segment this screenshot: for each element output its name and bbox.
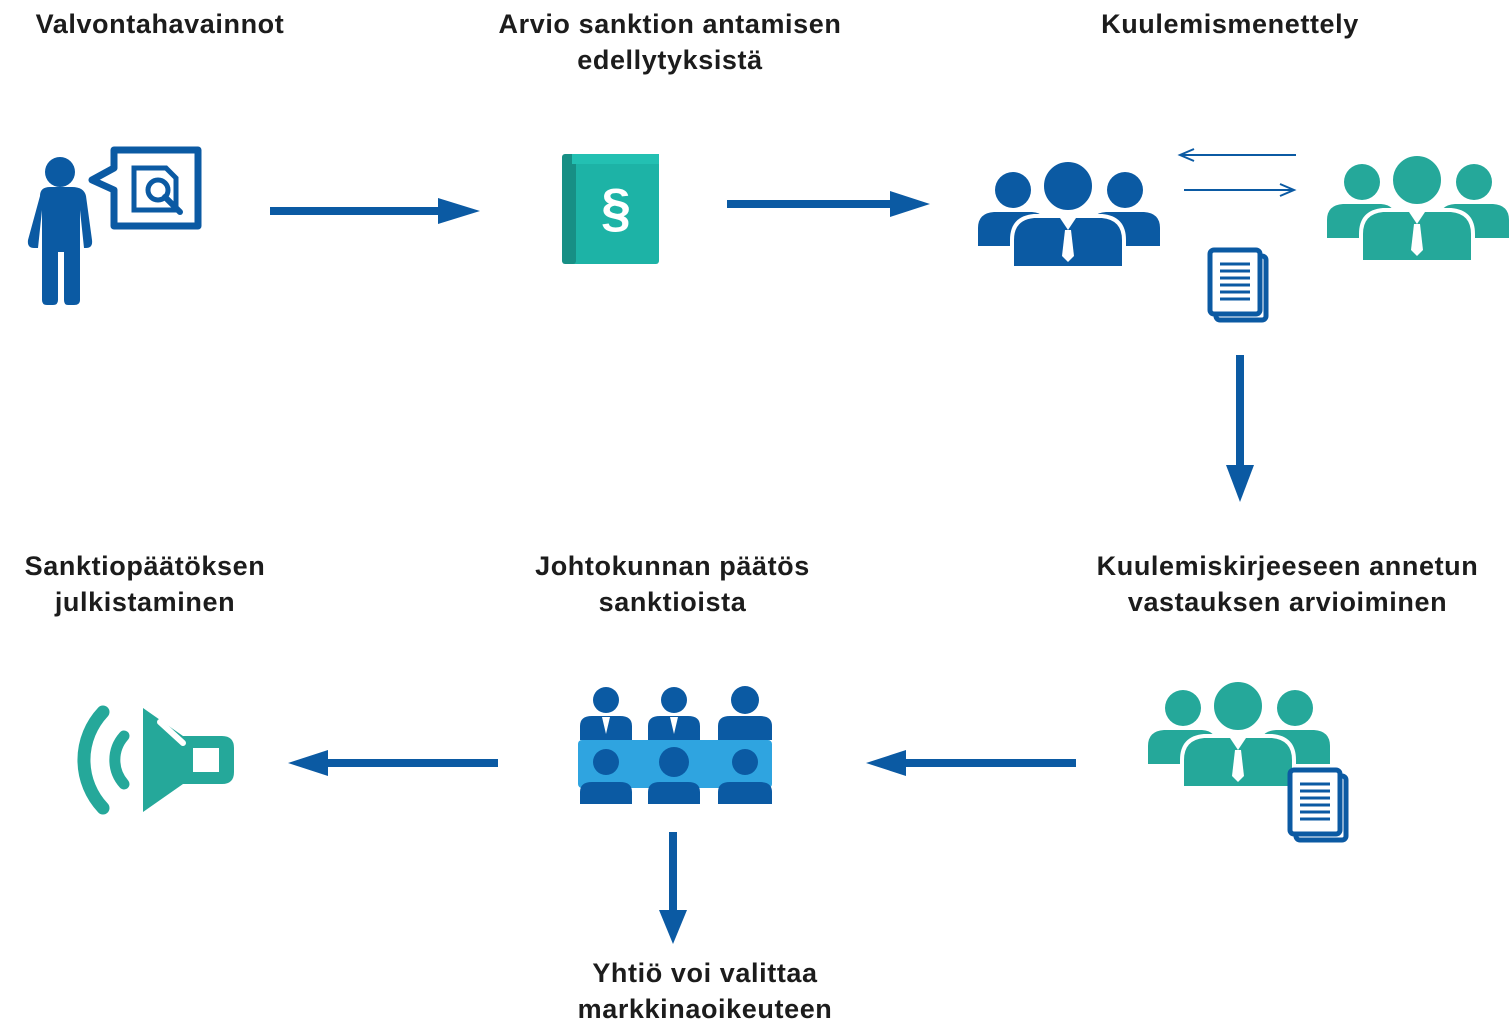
step-label-vastaus-line2: vastauksen arvioiminen — [1127, 587, 1448, 617]
arrow-left-2 — [288, 750, 498, 776]
step-label-julkistaminen-line2: julkistaminen — [54, 587, 236, 617]
step-label-arvio: Arvio sanktion antamisen edellytyksistä — [460, 6, 880, 78]
step-label-johtokunta-line2: sanktioista — [598, 587, 747, 617]
step-label-valitus-line1: Yhtiö voi valittaa — [592, 958, 818, 988]
step-label-arvio-line2: edellytyksistä — [577, 45, 763, 75]
step-label-arvio-line1: Arvio sanktion antamisen — [498, 9, 842, 39]
arrow-down-2 — [659, 832, 687, 944]
step-label-johtokunnan-paatos: Johtokunnan päätös sanktioista — [500, 548, 845, 620]
step-label-kuulemismenettely: Kuulemismenettely — [1101, 9, 1359, 39]
step-label-valvontahavainnot: Valvontahavainnot — [35, 9, 285, 39]
section-sign: § — [601, 178, 631, 238]
step-label-vastauksen-arvioiminen: Kuulemiskirjeeseen annetun vastauksen ar… — [1065, 548, 1510, 620]
step-label-johtokunta-line1: Johtokunnan päätös — [535, 551, 810, 581]
step-label-vastaus-line1: Kuulemiskirjeeseen annetun — [1096, 551, 1479, 581]
board-meeting-icon — [578, 686, 772, 804]
arrow-left-1 — [866, 750, 1076, 776]
step-label-julkistaminen-line1: Sanktiopäätöksen — [24, 551, 266, 581]
exchange-arrows-icon — [1177, 148, 1297, 197]
group-with-document-icon — [1148, 678, 1346, 840]
group-people-teal-icon — [1327, 152, 1509, 264]
arrow-right-1 — [270, 198, 480, 224]
step-label-sanktiopaatoksen-julkistaminen: Sanktiopäätöksen julkistaminen — [0, 548, 290, 620]
law-book-section-sign-icon: § — [562, 154, 659, 264]
speaker-announcement-icon — [77, 705, 234, 815]
document-stack-icon — [1210, 250, 1266, 320]
person-with-inspection-speech-bubble-icon — [27, 146, 202, 305]
arrow-down-1 — [1226, 355, 1254, 502]
group-people-blue-icon — [978, 158, 1160, 270]
arrow-right-2 — [727, 191, 930, 217]
